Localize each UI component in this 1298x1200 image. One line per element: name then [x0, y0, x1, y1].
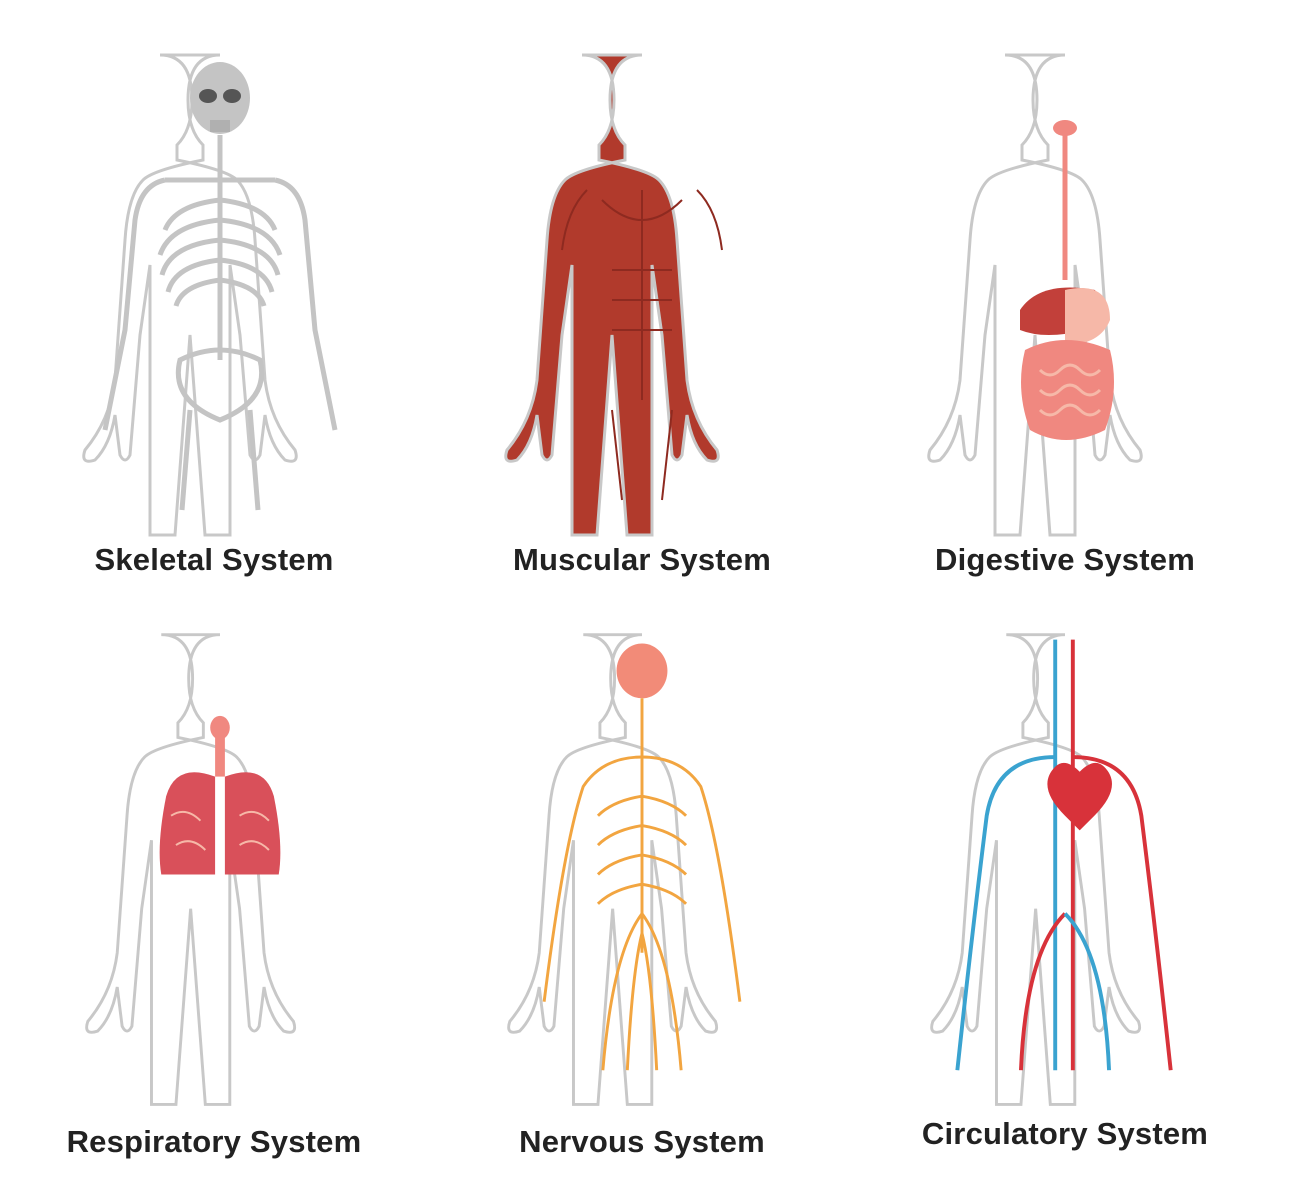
muscle-detail-icon — [561, 189, 723, 501]
label-digestive-system: Digestive System — [935, 542, 1195, 577]
label-muscular-system: Muscular System — [513, 542, 771, 577]
label-skeletal-system: Skeletal System — [94, 542, 334, 577]
nerves-icon — [542, 698, 742, 1071]
muscular-system-illustration — [504, 53, 723, 537]
nervous-system-illustration — [507, 633, 742, 1106]
ribcage-icon — [102, 135, 338, 511]
digestive-organs-icon — [1020, 120, 1114, 440]
skeletal-system-illustration — [82, 53, 338, 537]
label-nervous-system: Nervous System — [519, 1124, 765, 1159]
digestive-system-illustration — [927, 53, 1143, 537]
skull-icon — [190, 62, 250, 134]
brain-icon — [616, 643, 668, 699]
respiratory-system-illustration — [85, 633, 297, 1106]
body-outline — [82, 53, 298, 537]
vessels-icon — [955, 639, 1173, 1071]
label-circulatory-system: Circulatory System — [921, 1116, 1209, 1151]
lungs-icon — [159, 715, 281, 875]
label-respiratory-system: Respiratory System — [66, 1124, 362, 1159]
heart-icon — [1047, 762, 1112, 831]
circulatory-system-illustration — [930, 633, 1173, 1106]
